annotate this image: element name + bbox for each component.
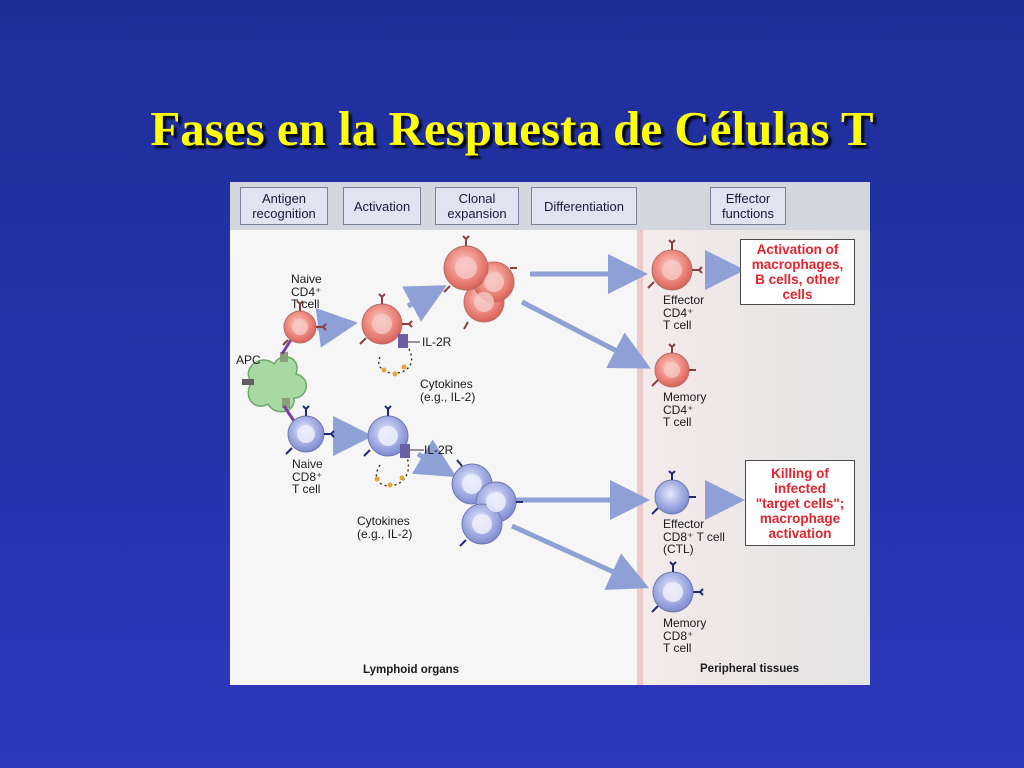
- stage-activation: Activation: [343, 187, 421, 225]
- function-box-cd4: Activation of macrophages, B cells, othe…: [740, 239, 855, 305]
- slide-title: Fases en la Respuesta de Células T: [150, 101, 874, 156]
- label-memory-cd4: Memory CD4⁺ T cell: [663, 390, 707, 429]
- stage-clonal-expansion: Clonal expansion: [435, 187, 519, 225]
- label-apc: APC: [236, 353, 261, 367]
- label-cytokines-top: Cytokines (e.g., IL-2): [420, 377, 476, 404]
- cd4-cells: [283, 245, 693, 388]
- label-cytokines-bottom: Cytokines (e.g., IL-2): [357, 514, 413, 541]
- label-il2r-top: IL-2R: [422, 335, 452, 349]
- label-naive-cd4: Naive CD4⁺ T cell: [291, 272, 322, 311]
- label-memory-cd8: Memory CD8⁺ T cell: [663, 616, 707, 655]
- stage-differentiation: Differentiation: [531, 187, 637, 225]
- label-effector-cd8: Effector CD8⁺ T cell (CTL): [663, 517, 725, 556]
- cd8-receptors: [285, 405, 704, 613]
- label-lymphoid-organs: Lymphoid organs: [363, 664, 460, 676]
- cd4-receptors: [282, 235, 703, 387]
- function-box-cd8: Killing of infected "target cells"; macr…: [745, 460, 855, 546]
- label-il2r-bottom: IL-2R: [424, 443, 454, 457]
- stage-effector-functions: Effector functions: [710, 187, 786, 225]
- label-naive-cd8: Naive CD8⁺ T cell: [292, 457, 323, 496]
- apc-cell: [242, 331, 307, 425]
- label-peripheral-tissues: Peripheral tissues: [700, 663, 800, 675]
- flow-arrows: [315, 250, 745, 590]
- il2r-top-receptor: [398, 334, 408, 348]
- il2r-bottom-receptor: [400, 444, 410, 458]
- label-effector-cd4: Effector CD4⁺ T cell: [663, 293, 705, 332]
- stage-antigen-recognition: Antigen recognition: [240, 187, 328, 225]
- t-cell-response-figure: Antigen recognition Activation Clonal ex…: [230, 182, 870, 685]
